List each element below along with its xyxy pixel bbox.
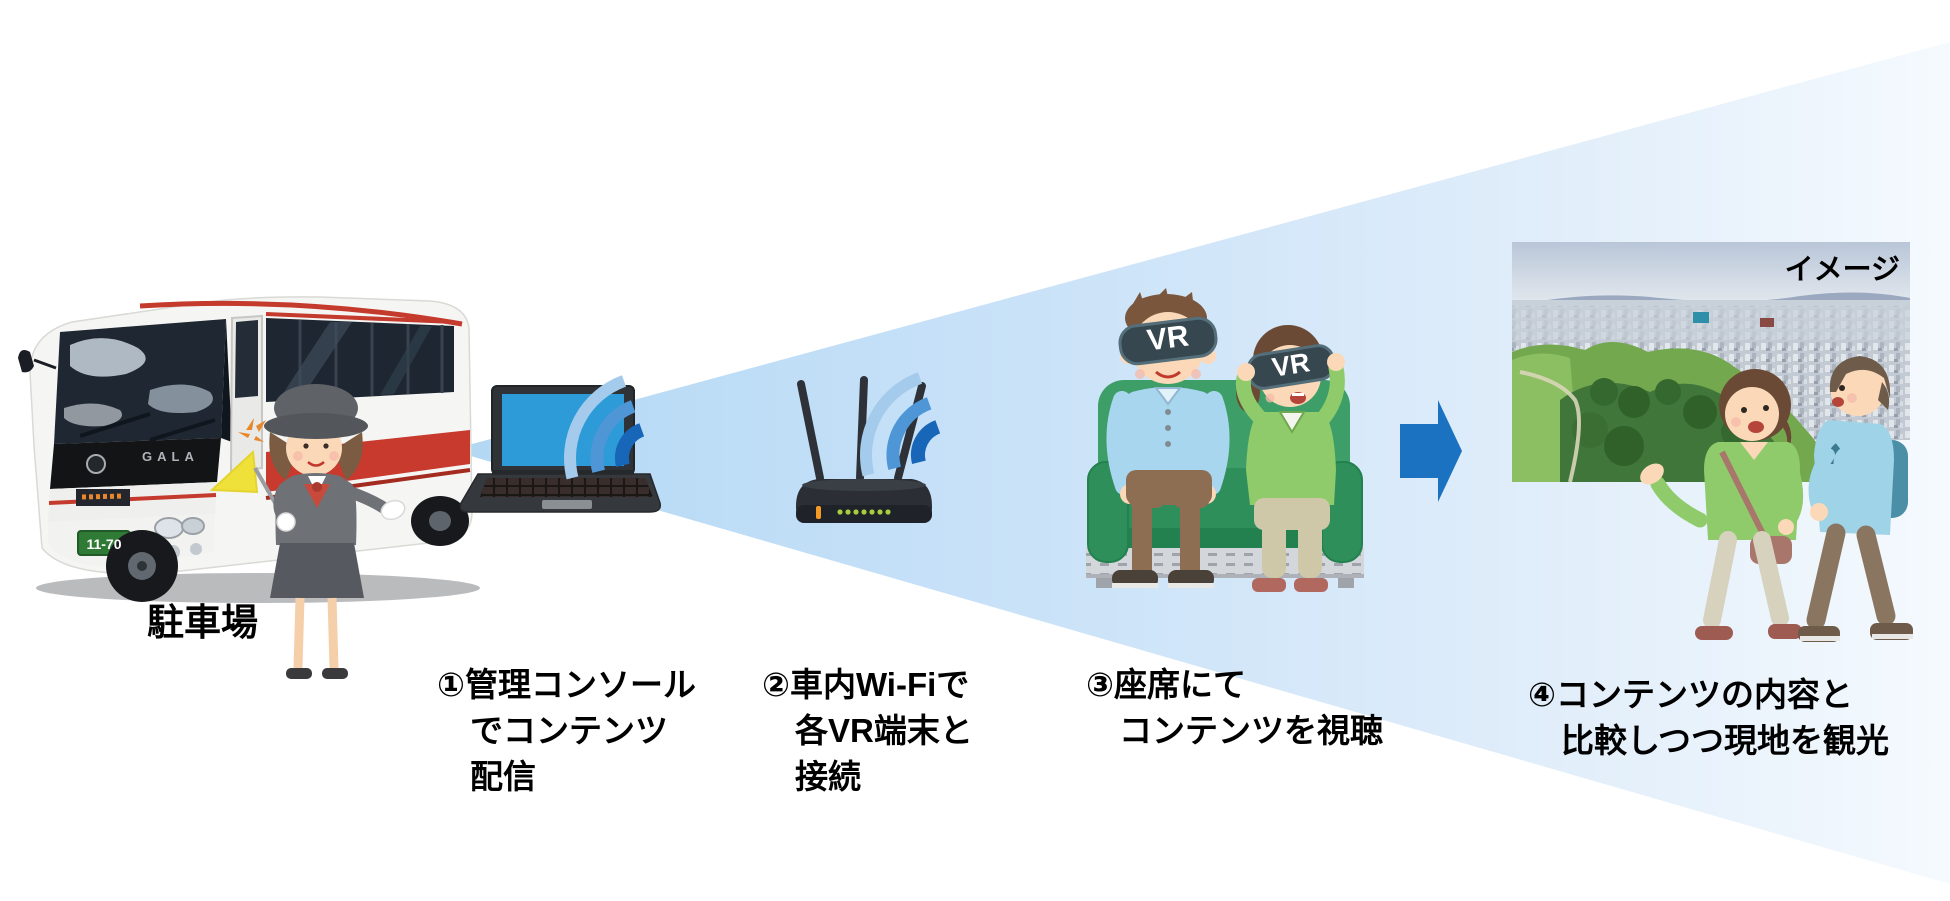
photo-caption-label: イメージ	[1784, 254, 1900, 286]
wifi-signal-left-icon	[564, 375, 645, 480]
step-4-line-1: ④コンテンツの内容と	[1528, 676, 1853, 713]
step-1-label: ①管理コンソール でコンテンツ 配信	[437, 662, 696, 800]
tour-guide-figure	[209, 384, 406, 679]
step-2-line-1: ②車内Wi-Fiで	[762, 666, 970, 703]
step-3-line-2: コンテンツを視聴	[1119, 712, 1383, 749]
step-1-line-1: ①管理コンソール	[437, 666, 696, 703]
passenger-man-vr	[1106, 288, 1230, 588]
wifi-signal-right-icon	[860, 372, 941, 477]
step-2-line-2: 各VR端末と	[795, 712, 973, 749]
step-2-line-3: 接続	[795, 758, 861, 795]
tourist-man	[1798, 356, 1913, 642]
step-1-line-3: 配信	[470, 758, 536, 795]
bus-license-plate: 11-70	[86, 536, 122, 552]
bus-model-text: GALA	[142, 449, 199, 464]
step-4-label: ④コンテンツの内容と 比較しつつ現地を観光	[1528, 672, 1889, 764]
flow-arrow-icon	[1400, 400, 1462, 502]
step-3-label: ③座席にて コンテンツを視聴	[1086, 662, 1383, 754]
parking-label: 駐車場	[147, 602, 258, 643]
tour-bus-photo	[18, 296, 480, 603]
step-2-label: ②車内Wi-Fiで 各VR端末と 接続	[762, 662, 973, 800]
step-4-line-2: 比較しつつ現地を観光	[1561, 722, 1890, 759]
step-1-line-2: でコンテンツ	[470, 712, 668, 749]
passenger-woman-vr	[1235, 325, 1345, 592]
tourist-woman	[1640, 369, 1804, 640]
step-3-line-1: ③座席にて	[1086, 666, 1246, 703]
